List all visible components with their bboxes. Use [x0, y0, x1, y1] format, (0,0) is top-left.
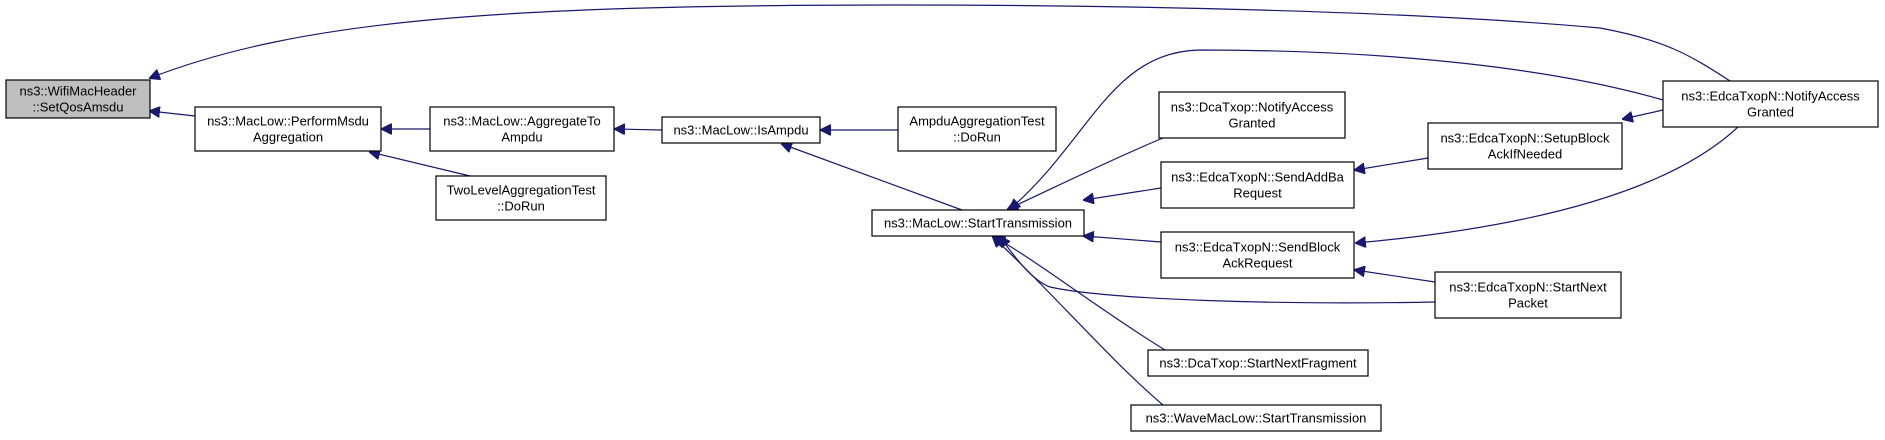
edge-edcanotify-to-starttransmission	[1010, 49, 1664, 209]
edge-wavemaclow-to-starttransmission	[993, 237, 1164, 406]
node-label-line: AckIfNeeded	[1488, 147, 1562, 162]
node-label-line: ns3::MacLow::StartTransmission	[884, 216, 1072, 231]
node-label-line: Granted	[1229, 116, 1276, 131]
node-box	[871, 209, 1085, 237]
node-dcastartnext[interactable]: ns3::DcaTxop::StartNextFragment	[1147, 349, 1369, 377]
edge-twolevel-to-performmsdu	[370, 152, 471, 177]
edge-isampdu-to-aggregateto	[615, 129, 663, 130]
node-box	[1662, 80, 1879, 128]
node-box	[1130, 404, 1382, 432]
node-label-line: Ampdu	[501, 130, 542, 145]
node-label-line: Granted	[1747, 105, 1794, 120]
node-label-line: ns3::EdcaTxopN::SendAddBa	[1171, 170, 1344, 185]
node-box	[1434, 271, 1622, 319]
node-box	[897, 106, 1057, 152]
node-label-line: ns3::MacLow::AggregateTo	[443, 114, 601, 129]
edge-setupblock-to-sendaddba	[1355, 157, 1429, 170]
node-label-line: ns3::MacLow::PerformMsdu	[207, 114, 369, 129]
node-label-line: AckRequest	[1222, 256, 1292, 271]
edges-layer	[150, 4, 1739, 406]
edge-edcastartnext-to-starttransmission	[1000, 237, 1436, 304]
node-label-line: ns3::DcaTxop::NotifyAccess	[1171, 100, 1334, 115]
edge-edcanotify-to-setupblock	[1623, 109, 1664, 119]
nodes-layer: ns3::WifiMacHeader::SetQosAmsduns3::MacL…	[5, 79, 1879, 432]
node-label-line: AmpduAggregationTest	[909, 114, 1045, 129]
node-wifimacheader[interactable]: ns3::WifiMacHeader::SetQosAmsdu	[5, 79, 151, 119]
edge-sendaddba-to-starttransmission	[1084, 187, 1162, 200]
node-box	[1160, 161, 1355, 209]
node-label-line: ns3::EdcaTxopN::StartNext	[1449, 280, 1607, 295]
edge-performmsdu-to-wifimacheader	[150, 111, 196, 116]
node-label-line: ns3::EdcaTxopN::NotifyAccess	[1681, 89, 1860, 104]
edge-edcanotify-to-wifimacheader	[150, 4, 1731, 82]
edge-dcanotify-to-starttransmission	[1008, 137, 1164, 209]
edge-dcastartnext-to-starttransmission	[995, 237, 1166, 351]
edge-edcastartnext-to-sendblockack	[1355, 270, 1436, 283]
node-label-line: ns3::EdcaTxopN::SendBlock	[1175, 240, 1341, 255]
node-label-line: Packet	[1508, 296, 1548, 311]
node-label-line: ns3::MacLow::IsAmpdu	[673, 123, 808, 138]
node-label-line: Aggregation	[253, 130, 323, 145]
edge-starttransmission-to-isampdu	[782, 144, 963, 211]
node-box	[5, 79, 151, 119]
node-box	[1147, 349, 1369, 377]
edge-edcanotify-to-sendblockack	[1356, 126, 1739, 243]
node-label-line: ::SetQosAmsdu	[32, 100, 123, 115]
node-label-line: TwoLevelAggregationTest	[447, 183, 596, 198]
node-isampdu[interactable]: ns3::MacLow::IsAmpdu	[661, 116, 821, 144]
node-label-line: ::DoRun	[953, 130, 1001, 145]
node-box	[429, 106, 615, 152]
node-box	[1158, 91, 1346, 139]
node-label-line: ns3::WifiMacHeader	[19, 84, 137, 99]
node-box	[194, 106, 382, 152]
node-box	[435, 175, 607, 221]
node-label-line: ns3::EdcaTxopN::SetupBlock	[1440, 131, 1610, 146]
node-starttransmission[interactable]: ns3::MacLow::StartTransmission	[871, 209, 1085, 237]
node-ampdutest[interactable]: AmpduAggregationTest::DoRun	[897, 106, 1057, 152]
node-label-line: ns3::WaveMacLow::StartTransmission	[1146, 411, 1367, 426]
node-label-line: ns3::DcaTxop::StartNextFragment	[1159, 356, 1357, 371]
node-wavemaclow[interactable]: ns3::WaveMacLow::StartTransmission	[1130, 404, 1382, 432]
node-twolevel[interactable]: TwoLevelAggregationTest::DoRun	[435, 175, 607, 221]
edge-sendblockack-to-starttransmission	[1084, 236, 1162, 243]
node-box	[661, 116, 821, 144]
node-label-line: Request	[1233, 186, 1282, 201]
node-box	[1160, 231, 1355, 279]
node-box	[1427, 122, 1623, 170]
node-label-line: ::DoRun	[497, 199, 545, 214]
